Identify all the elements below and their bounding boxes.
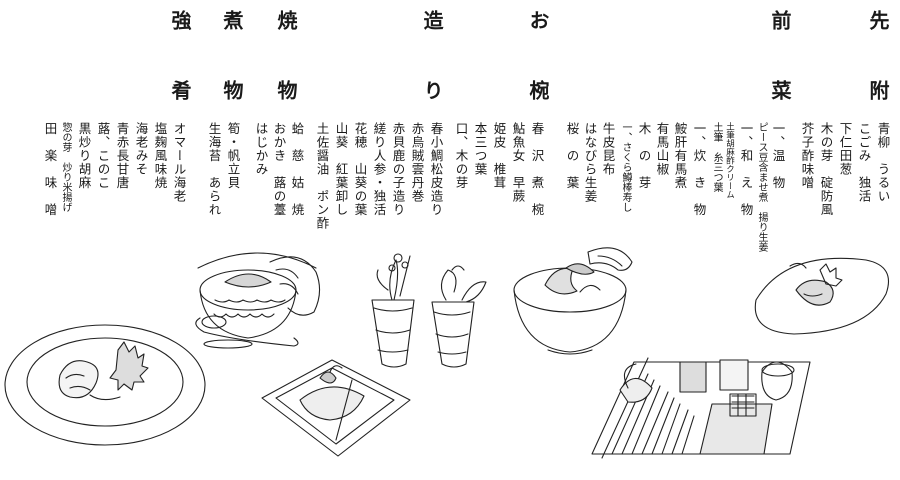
menu-item: 縒り人参・独活: [371, 122, 387, 217]
course-title-nimono: 煮物: [220, 10, 244, 150]
course-title-yakimono: 焼物: [274, 10, 298, 150]
zensai-tray: [592, 358, 810, 458]
menu-item: 蛤 慈 姑 焼: [289, 122, 305, 217]
menu-item: 牛皮昆布: [600, 122, 616, 176]
menu-item: 一、炊 き 物: [691, 122, 707, 217]
menu-item: 春 沢 煮 椀: [529, 122, 545, 217]
menu-item: オマール海老: [171, 122, 187, 203]
square-plate-dish: [262, 360, 410, 456]
sakizuke-plate: [755, 258, 888, 334]
sashimi-glasses: [372, 254, 486, 367]
menu-item: 下仁田葱: [837, 122, 853, 176]
menu-item: 海老みそ: [133, 122, 149, 176]
menu-item: 黒炒り胡麻: [76, 122, 92, 190]
menu-item: 木 の 芽: [636, 122, 652, 190]
menu-item: 鮟肝有馬煮: [672, 122, 688, 190]
menu-item: 一、温 物: [770, 122, 786, 190]
course-title-sakizuke: 先附: [866, 10, 890, 150]
lidded-bowl-dish: [196, 253, 320, 348]
menu-item: ピース豆含ませ煮 揚り生姜: [756, 122, 767, 252]
course-title-shiizakana: 強肴: [168, 10, 192, 150]
menu-item: 生海苔 あられ: [206, 122, 222, 217]
course-title-zensai: 前菜: [768, 10, 792, 150]
menu-item: 本三つ葉: [472, 122, 488, 176]
menu-item: はなびら生姜: [582, 122, 598, 203]
menu-item: 芥子酢味噌: [799, 122, 815, 190]
menu-item: 口、木の芽: [453, 122, 469, 190]
menu-item: 田 楽 味 噌: [42, 122, 58, 217]
course-title-tsukuri: 造り: [420, 10, 444, 150]
menu-item: 花穂 山葵の葉: [352, 122, 368, 217]
menu-item: こごみ 独活: [856, 122, 872, 203]
menu-item: 桜 の 葉: [564, 122, 580, 190]
menu-item: おかき 蕗の薹: [271, 122, 287, 217]
round-plate-dish: [5, 325, 205, 445]
menu-item: 赤烏賊雲丹巻: [409, 122, 425, 203]
menu-item: 筍・帆立貝: [225, 122, 241, 190]
lacquer-bowl-dish: [514, 248, 632, 354]
menu-item: 姫皮 椎茸: [491, 122, 507, 190]
menu-item: 土佐醤油 ポン酢: [314, 122, 330, 230]
menu-item: 木の芽 碇防風: [818, 122, 834, 217]
menu-item: 一、さくら鱒棒寿し: [620, 122, 631, 212]
menu-item: はじかみ: [253, 122, 269, 176]
menu-item: 青柳 うるい: [875, 122, 891, 203]
menu-item: 土筆胡麻酢クリーム: [724, 122, 735, 199]
menu-item: 鮎魚女 早蕨: [510, 122, 526, 203]
menu-item: 土筆 糸三つ葉: [711, 122, 722, 192]
menu-item: 青赤長甘唐: [114, 122, 130, 190]
menu-item: 春小鯛松皮造り: [428, 122, 444, 217]
course-title-owan: お椀: [526, 10, 550, 150]
menu-item: 山葵 紅葉卸し: [333, 122, 349, 217]
menu-item: 赤貝鹿の子造り: [390, 122, 406, 217]
menu-item: 蕗、このこ: [95, 122, 111, 190]
menu-item: 一、和 え 物: [738, 122, 754, 217]
menu-item: 惣の芽 炒り米揚げ: [60, 122, 71, 212]
menu-item: 有馬山椒: [654, 122, 670, 176]
menu-item: 塩麹風味焼: [152, 122, 168, 190]
